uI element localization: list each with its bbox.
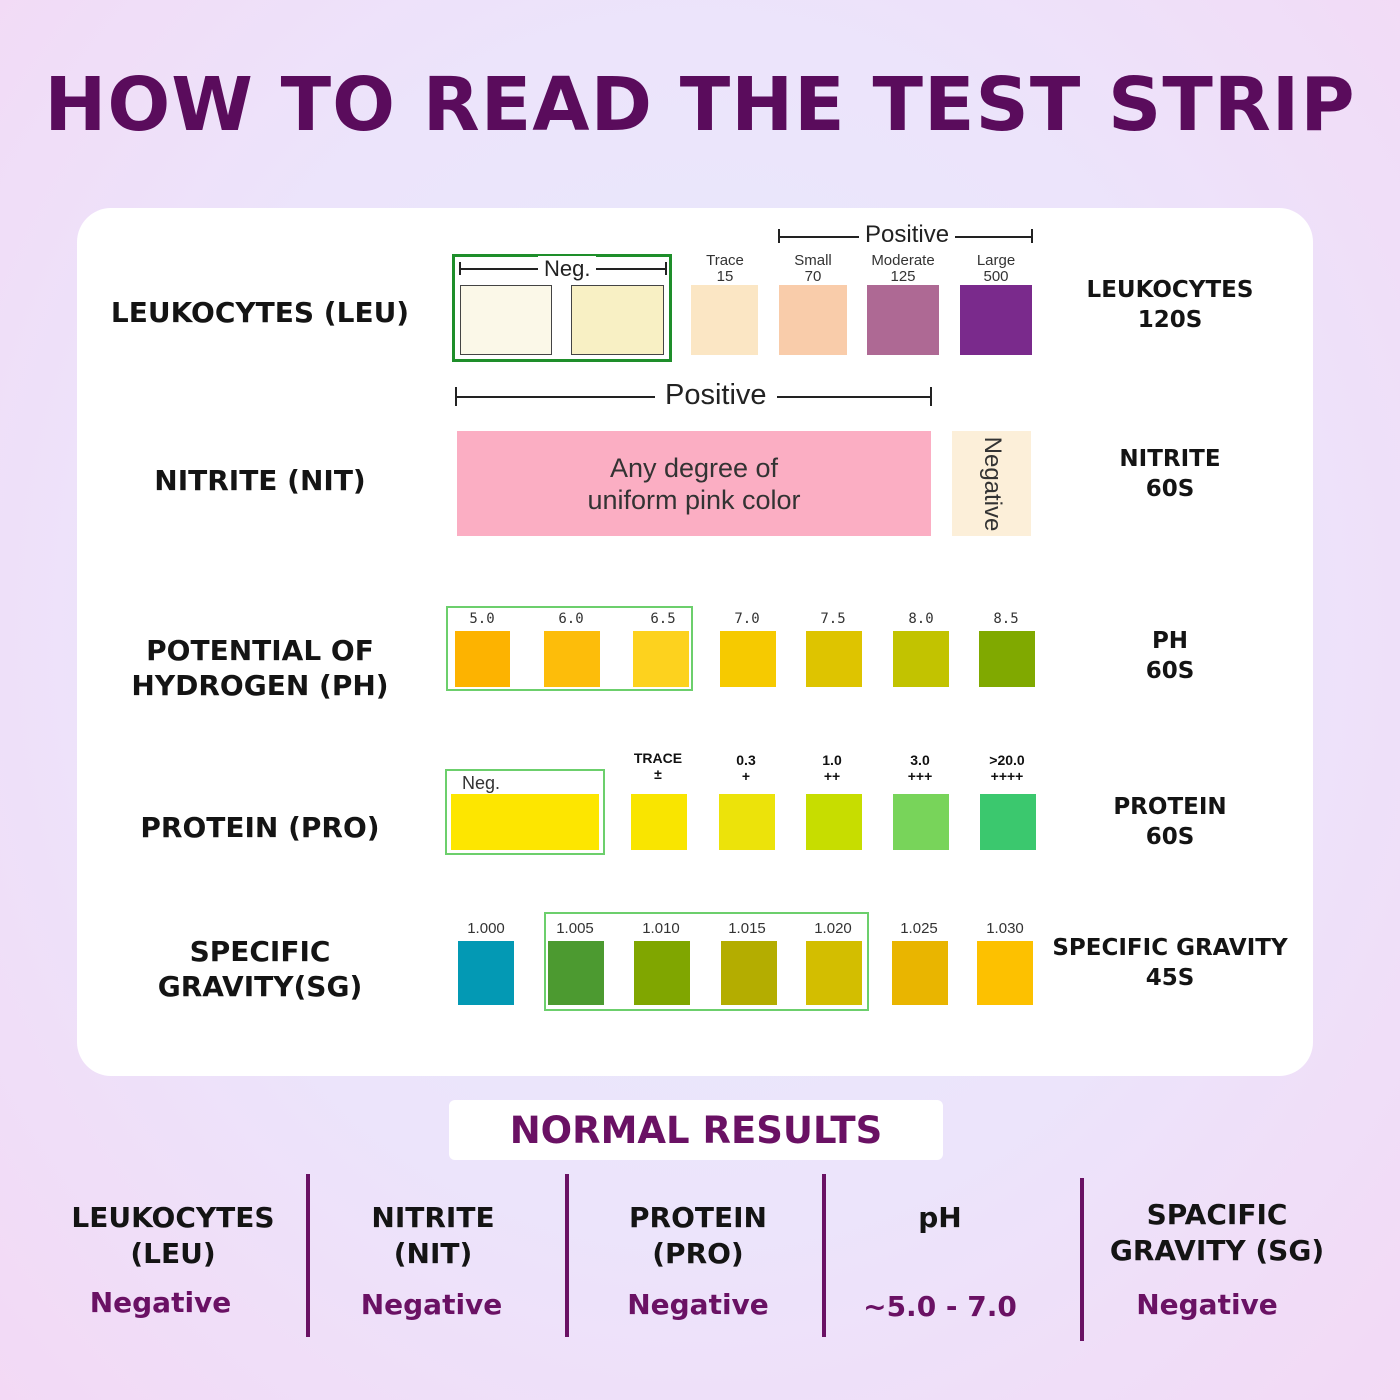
nit-bar-text-line2: uniform pink color bbox=[587, 484, 801, 515]
leu-positive-tick-right bbox=[1031, 229, 1033, 243]
nit-bar-text-line1: Any degree of bbox=[609, 452, 779, 483]
ph-value-label: 8.5 bbox=[993, 611, 1019, 627]
ph-value-label: 5.0 bbox=[469, 611, 495, 627]
leu-swatch-small bbox=[779, 285, 847, 355]
nit-row-label: NITRITE (NIT) bbox=[154, 464, 366, 497]
sg-value-label: 1.030 bbox=[986, 920, 1024, 937]
leu-swatch-large bbox=[960, 285, 1032, 355]
normal-col-nit: NITRITE (NIT) Negative bbox=[318, 1200, 548, 1330]
sg-value-label: 1.005 bbox=[556, 920, 594, 937]
sg-value-label: 1.020 bbox=[814, 920, 852, 937]
pro-value-label: 3.0+++ bbox=[907, 752, 933, 784]
nit-negative-label: Negative bbox=[978, 436, 1006, 531]
nit-positive-swatch: Any degree of uniform pink color bbox=[457, 431, 931, 536]
sg-swatch bbox=[806, 941, 862, 1005]
sg-swatch bbox=[548, 941, 604, 1005]
normal-value: Negative bbox=[89, 1286, 232, 1319]
pro-swatch bbox=[719, 794, 775, 850]
normal-value: Negative bbox=[1136, 1288, 1278, 1321]
ph-value-label: 7.0 bbox=[734, 611, 760, 627]
nit-positive-tick-right bbox=[930, 387, 932, 406]
ph-swatch bbox=[633, 631, 689, 687]
ph-swatch bbox=[455, 631, 510, 687]
pro-row-label: PROTEIN (PRO) bbox=[140, 811, 380, 844]
ph-swatch bbox=[544, 631, 600, 687]
leu-swatch-neg-2 bbox=[571, 285, 664, 355]
sg-value-label: 1.025 bbox=[900, 920, 938, 937]
sg-value-label: 1.015 bbox=[728, 920, 766, 937]
pro-swatch bbox=[631, 794, 687, 850]
ph-value-label: 7.5 bbox=[820, 611, 846, 627]
pro-swatch bbox=[893, 794, 949, 850]
pro-value-label: 1.0++ bbox=[822, 752, 842, 784]
sg-value-label: 1.000 bbox=[467, 920, 505, 937]
pro-swatch bbox=[806, 794, 862, 850]
pro-swatch bbox=[980, 794, 1036, 850]
ph-swatch bbox=[806, 631, 862, 687]
sg-swatch bbox=[977, 941, 1033, 1005]
sg-value-label: 1.010 bbox=[642, 920, 680, 937]
leu-neg-frame bbox=[452, 254, 672, 362]
pro-value-label: >20.0++++ bbox=[989, 752, 1025, 784]
sg-swatch bbox=[892, 941, 948, 1005]
nit-positive-tick-left bbox=[455, 387, 457, 406]
normal-results-heading: NORMAL RESULTS bbox=[449, 1100, 943, 1160]
ph-swatch bbox=[979, 631, 1035, 687]
pro-swatch-neg bbox=[451, 794, 599, 850]
normal-col-pro: PROTEIN (PRO) Negative bbox=[578, 1200, 818, 1330]
normal-value: ~5.0 - 7.0 bbox=[863, 1290, 1017, 1323]
pro-value-label: TRACE± bbox=[633, 750, 683, 782]
ph-normal-frame bbox=[446, 606, 693, 691]
normal-col-leu: LEUKOCYTES (LEU) Negative bbox=[48, 1200, 298, 1330]
ph-swatch bbox=[720, 631, 776, 687]
ph-value-label: 6.0 bbox=[558, 611, 584, 627]
normal-col-ph: pH ~5.0 - 7.0 bbox=[830, 1200, 1050, 1330]
sg-swatch bbox=[458, 941, 514, 1005]
column-divider bbox=[306, 1174, 310, 1337]
pro-neg-label: Neg. bbox=[461, 773, 501, 793]
pro-neg-frame bbox=[445, 769, 605, 855]
leu-neg-label: Neg. bbox=[538, 256, 597, 282]
normal-value: Negative bbox=[360, 1288, 503, 1321]
ph-value-label: 6.5 bbox=[650, 611, 676, 627]
page-title: HOW TO READ THE TEST STRIP bbox=[44, 62, 1356, 148]
leu-positive-tick-left bbox=[778, 229, 780, 243]
leu-neg-tick-right bbox=[665, 262, 667, 275]
normal-col-sg: SPACIFIC GRAVITY (SG) Negative bbox=[1092, 1197, 1342, 1327]
leu-swatch-trace bbox=[691, 285, 758, 355]
leu-neg-tick-left bbox=[459, 262, 461, 275]
leu-swatch-moderate bbox=[867, 285, 939, 355]
column-divider bbox=[822, 1174, 826, 1337]
sg-swatch bbox=[634, 941, 690, 1005]
pro-value-label: 0.3+ bbox=[736, 752, 756, 784]
sg-swatch bbox=[721, 941, 777, 1005]
column-divider bbox=[1080, 1178, 1084, 1341]
nit-positive-label: Positive bbox=[655, 379, 777, 412]
column-divider bbox=[565, 1174, 569, 1337]
leu-row-label: LEUKOCYTES (LEU) bbox=[110, 296, 410, 329]
normal-value: Negative bbox=[627, 1288, 769, 1321]
nit-negative-swatch: Negative bbox=[952, 431, 1031, 536]
leu-swatch-neg-1 bbox=[460, 285, 552, 355]
leu-positive-label: Positive bbox=[859, 221, 956, 249]
ph-swatch bbox=[893, 631, 949, 687]
ph-value-label: 8.0 bbox=[908, 611, 934, 627]
sg-normal-frame bbox=[544, 912, 869, 1011]
